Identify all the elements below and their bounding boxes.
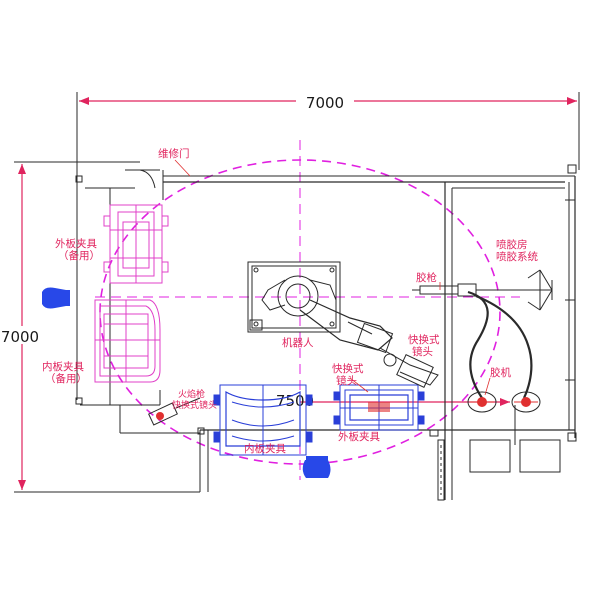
dimension-top: 7000: [76, 92, 580, 400]
quick-change-label-1-top: 快换式: [408, 333, 440, 346]
outer-fixture-spare-label: 外板夹具: [55, 237, 97, 250]
glue-room-label: 喷胶房: [496, 238, 528, 251]
outer-fixture-spare: [103, 204, 169, 284]
glue-system-label: 喷胶系统: [496, 250, 538, 263]
fire-gun-note: 快换式镜头: [172, 399, 217, 411]
outer-fixture-label: 外板夹具: [338, 430, 380, 443]
outer-fixture-spare-note: （备用）: [58, 249, 100, 262]
labels: 维修门 外板夹具 （备用） 内板夹具 （备用） 机器人 快换式 镜头 快换式 镜…: [42, 147, 538, 455]
glue-machine-label: 胶机: [490, 366, 511, 379]
glue-gun: [412, 283, 477, 297]
operator-icon-bottom: [302, 456, 331, 478]
inner-fixture-spare-label: 内板夹具: [42, 360, 84, 373]
radius-label: 7500: [276, 392, 314, 410]
dimension-left: 7000: [0, 161, 200, 493]
leader-lines: [174, 159, 491, 396]
inner-fixture: [213, 384, 313, 456]
quick-change-lens-robot: [396, 354, 434, 388]
robot: [247, 261, 439, 386]
fire-gun-label: 火焰枪: [178, 388, 205, 400]
glue-hoses: [467, 290, 533, 399]
outer-fixture: [333, 384, 425, 431]
glue-gun-label: 胶枪: [416, 271, 437, 284]
quick-change-label-2-bottom: 镜头: [336, 374, 357, 387]
height-dimension-label: 7000: [1, 328, 39, 346]
glue-machines: [467, 391, 541, 445]
quick-change-label-1-bottom: 镜头: [412, 345, 433, 358]
width-dimension-label: 7000: [306, 94, 344, 112]
robot-reach-circle: [95, 140, 520, 480]
inner-fixture-label: 内板夹具: [244, 442, 286, 455]
quick-change-label-2-top: 快换式: [332, 362, 364, 375]
glue-stand: [476, 269, 553, 311]
fire-gun: [148, 397, 201, 426]
robot-label: 机器人: [282, 336, 314, 349]
inner-fixture-spare-note: （备用）: [45, 372, 87, 385]
inner-fixture-spare: [94, 299, 161, 383]
safety-fence: [75, 164, 577, 501]
maintenance-door-label: 维修门: [158, 147, 190, 160]
operator-icon-left: [42, 287, 70, 309]
